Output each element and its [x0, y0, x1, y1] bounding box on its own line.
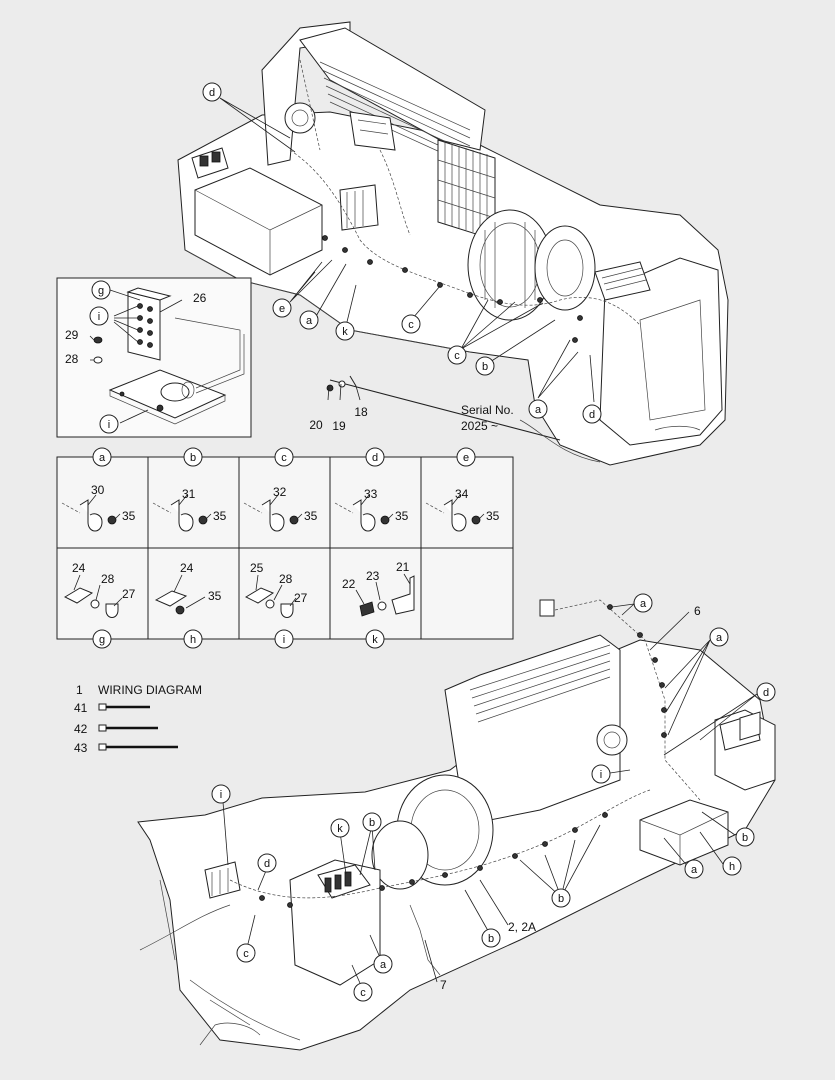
inset-callout-i2: i — [108, 419, 110, 431]
callout-a1-bottom: a — [640, 598, 647, 610]
part-6: 6 — [694, 604, 701, 618]
bottom-frame-assembly — [137, 599, 776, 1051]
callout-b-right: b — [742, 832, 748, 844]
grid-header-e: e — [463, 452, 469, 464]
cell-i-hardware: 25 28 27 — [244, 561, 308, 618]
part-7: 7 — [440, 978, 447, 992]
callout-a3-bottom: a — [691, 864, 698, 876]
callout-i-left: i — [220, 789, 222, 801]
harness-clamps-top — [322, 235, 583, 343]
grid-header-i: i — [283, 634, 285, 646]
callout-a-low: a — [380, 959, 387, 971]
cable-tie-43 — [98, 743, 178, 751]
callout-k-bottom: k — [337, 823, 343, 835]
clip-a-nut: 35 — [122, 509, 136, 523]
grid-header-d: d — [372, 452, 378, 464]
callout-c1-top: c — [408, 319, 414, 331]
callout-h: h — [729, 861, 735, 873]
grid-header-h: h — [190, 634, 196, 646]
cell-i-bracket: 25 — [250, 561, 264, 575]
callout-b-k: b — [369, 817, 375, 829]
callout-a-right: a — [535, 404, 542, 416]
callout-c-left: c — [243, 948, 249, 960]
clip-c-nut: 35 — [304, 509, 318, 523]
callout-a2-bottom: a — [716, 632, 723, 644]
clip-d-part: 33 — [364, 487, 378, 501]
clip-c-part: 32 — [273, 485, 287, 499]
callout-d-right: d — [589, 409, 595, 421]
cell-g-bracket: 24 — [72, 561, 86, 575]
serial-line-2: 2025 ~ — [461, 419, 498, 433]
legend-item-41: 41 — [74, 701, 88, 715]
serial-line-1: Serial No. — [461, 403, 514, 417]
callout-d1-bottom: d — [763, 687, 769, 699]
legend-item-42: 42 — [74, 722, 88, 736]
clip-row — [61, 494, 485, 532]
grid-header-a: a — [99, 452, 106, 464]
part-20: 20 — [309, 418, 323, 432]
callouts-top: d e a k c c b a d 20 19 18 Serial No. 20… — [202, 82, 602, 433]
callout-b-top: b — [482, 361, 488, 373]
cell-k-hardware: 22 23 21 — [342, 560, 415, 617]
cell-h-bracket: 24 — [180, 561, 194, 575]
callout-k-top: k — [342, 326, 348, 338]
callout-d-left: d — [264, 858, 270, 870]
part-18: 18 — [354, 405, 368, 419]
terminal-posts — [137, 303, 153, 348]
callout-b-group: b — [558, 893, 564, 905]
inset-part-29: 29 — [65, 328, 79, 342]
cell-h-nut: 35 — [208, 589, 222, 603]
cell-i-washer: 28 — [279, 572, 293, 586]
detail-grid: a b c d e 30 35 31 35 32 35 33 35 34 35 … — [56, 447, 514, 649]
legend-title-num: 1 — [76, 683, 83, 697]
cell-k-bracket: 21 — [396, 560, 410, 574]
callout-e-top: e — [279, 303, 285, 315]
cell-k-bolt: 22 — [342, 577, 356, 591]
cable-tie-42 — [98, 724, 158, 732]
cell-g-washer: 28 — [101, 572, 115, 586]
inset-detail-box: g i i 26 29 28 — [56, 277, 252, 438]
clip-a-part: 30 — [91, 483, 105, 497]
clip-b-nut: 35 — [213, 509, 227, 523]
cell-i-bolt: 27 — [294, 591, 308, 605]
cell-g-bolt: 27 — [122, 587, 136, 601]
clip-d-nut: 35 — [395, 509, 409, 523]
relay-bank-bottom — [324, 871, 352, 893]
callout-c-low: c — [360, 987, 366, 999]
inset-part-26: 26 — [193, 291, 207, 305]
grid-header-k: k — [372, 634, 378, 646]
clip-b-part: 31 — [182, 487, 196, 501]
cable-tie-41 — [98, 703, 150, 711]
callout-d-top: d — [209, 87, 215, 99]
grid-header-b: b — [190, 452, 196, 464]
bottom-radiator-fins — [469, 644, 611, 723]
grid-header-g: g — [99, 634, 105, 646]
cell-g-hardware: 24 28 27 — [63, 561, 136, 618]
callout-b-mid: b — [488, 933, 494, 945]
callouts-bottom: a 6 a d i b h a i d k b c a c 7 b 2, 2A … — [211, 593, 776, 1002]
top-frame-assembly — [177, 21, 729, 466]
legend-item-43: 43 — [74, 741, 88, 755]
callout-i-right: i — [600, 769, 602, 781]
part-2-2a: 2, 2A — [508, 920, 536, 934]
harness-clamps-bottom — [259, 604, 667, 908]
legend-title: WIRING DIAGRAM — [98, 683, 202, 697]
callout-a-mid: a — [306, 315, 313, 327]
inset-part-28: 28 — [65, 352, 79, 366]
cell-k-washer: 23 — [366, 569, 380, 583]
wiring-legend: 1 WIRING DIAGRAM 41 42 43 — [74, 683, 202, 755]
cell-h-hardware: 24 35 — [154, 561, 222, 615]
clip-e-part: 34 — [455, 487, 469, 501]
radiator-fins — [319, 61, 471, 163]
oil-cooler-grid — [437, 142, 496, 236]
grid-header-c: c — [281, 452, 287, 464]
clip-e-nut: 35 — [486, 509, 500, 523]
inset-callout-i1: i — [98, 311, 100, 323]
inset-callout-g: g — [98, 285, 104, 297]
part-19: 19 — [332, 419, 346, 433]
callout-c2-top: c — [454, 350, 460, 362]
